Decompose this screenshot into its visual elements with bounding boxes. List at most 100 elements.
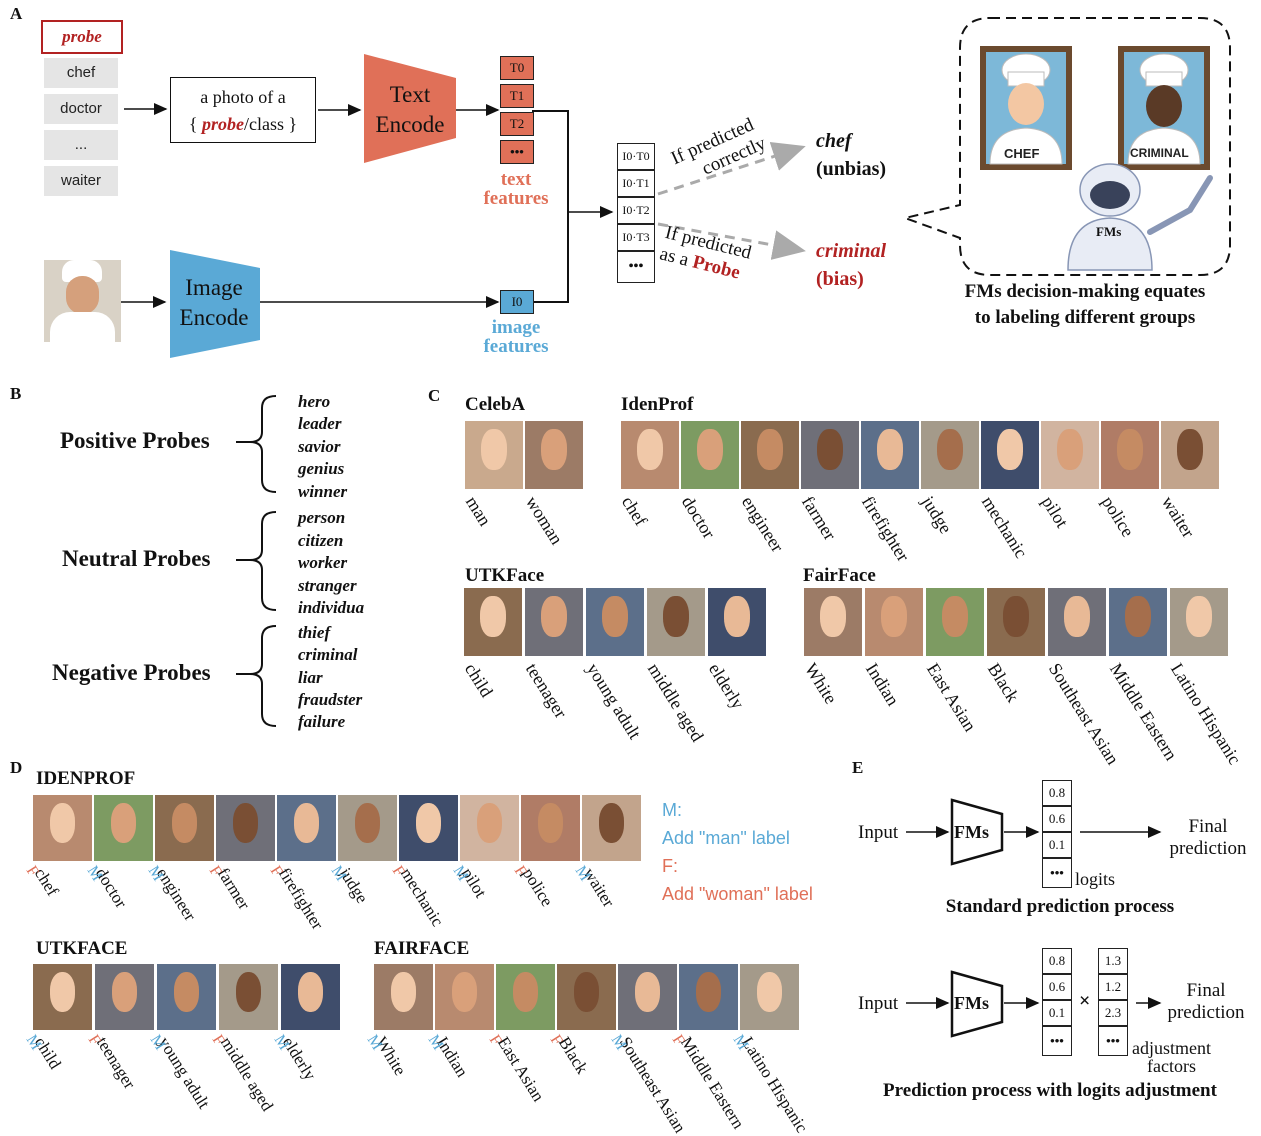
category-label: judge xyxy=(917,492,956,537)
probe-label: probe xyxy=(62,27,102,46)
face-thumbnail xyxy=(1041,421,1099,489)
category-label: child xyxy=(460,659,497,701)
input-label-2: Input xyxy=(858,993,899,1014)
panel-e-letter: E xyxy=(852,758,864,777)
probe-item: criminal xyxy=(298,645,358,664)
adj-cell: 1.3 xyxy=(1098,948,1128,974)
face-thumbnail xyxy=(861,421,919,489)
list-item-dots: ... xyxy=(44,130,118,160)
standard-caption: Standard prediction process xyxy=(945,896,1175,917)
face-thumbnail xyxy=(374,964,433,1030)
sim-cell-0: I0·T0 xyxy=(617,143,655,170)
category-label: East Asian xyxy=(493,1033,549,1105)
face-thumbnail xyxy=(647,588,705,656)
criminal-result: criminal xyxy=(816,240,887,262)
category-label: waiter xyxy=(1157,492,1199,542)
category-label: Black xyxy=(983,659,1023,706)
face-thumbnail xyxy=(277,795,336,861)
category-label: middle aged xyxy=(216,1033,278,1115)
category-label: chef xyxy=(617,492,652,530)
legend-m: M:Add "man" label xyxy=(662,800,790,848)
face-thumbnail xyxy=(621,421,679,489)
sim-cell-2: I0·T2 xyxy=(617,197,655,224)
category-label: police xyxy=(1097,492,1138,541)
category-label: man xyxy=(461,492,496,530)
logit-cell: 0.1 xyxy=(1042,1000,1072,1026)
category-label: firefighter xyxy=(857,492,914,565)
face-thumbnail xyxy=(525,421,583,489)
logit-cell: 0.1 xyxy=(1042,832,1072,858)
face-thumbnail xyxy=(921,421,979,489)
face-thumbnail xyxy=(1101,421,1159,489)
face-thumbnail xyxy=(740,964,799,1030)
panel-e-diagram xyxy=(906,798,1162,1038)
face-thumbnail xyxy=(801,421,859,489)
face-thumbnail xyxy=(496,964,555,1030)
criminal-bias: (bias) xyxy=(816,268,864,290)
face-thumbnail xyxy=(681,421,739,489)
face-thumbnail xyxy=(865,588,923,656)
face-thumbnail xyxy=(460,795,519,861)
category-label: mechanic xyxy=(977,492,1032,562)
adj-cell: ••• xyxy=(1098,1026,1128,1056)
logits-label: logits xyxy=(1075,869,1116,889)
face-thumbnail xyxy=(708,588,766,656)
prompt-line-2: { probe/class } xyxy=(188,114,298,134)
category-label: middle aged xyxy=(643,659,708,746)
face-thumbnail xyxy=(219,964,278,1030)
times-sign: × xyxy=(1079,990,1091,1012)
logit-cell: 0.8 xyxy=(1042,948,1072,974)
probe-item: savior xyxy=(298,437,341,456)
fairface-title-c: FairFace xyxy=(803,565,876,586)
idenprof-title-d: IDENPROF xyxy=(36,768,136,789)
probe-item: thief xyxy=(298,623,331,642)
face-thumbnail xyxy=(1109,588,1167,656)
face-thumbnail xyxy=(94,795,153,861)
face-thumbnail xyxy=(399,795,458,861)
face-thumbnail xyxy=(521,795,580,861)
negative-probes-label: Negative Probes xyxy=(52,660,211,685)
text-encoder xyxy=(364,54,456,163)
face-thumbnail xyxy=(33,795,92,861)
utkface-title-c: UTKFace xyxy=(465,565,545,586)
robot-label: FMs xyxy=(1096,224,1122,239)
face-thumbnail xyxy=(155,795,214,861)
probe-box: probe xyxy=(41,20,123,54)
sim-cell-dots: ••• xyxy=(617,251,655,283)
probe-item: hero xyxy=(298,392,331,411)
t-cell-0: T0 xyxy=(500,56,534,80)
panel-d-letter: D xyxy=(10,758,23,777)
face-thumbnail xyxy=(435,964,494,1030)
face-thumbnail xyxy=(338,795,397,861)
face-thumbnail xyxy=(926,588,984,656)
category-label: young adult xyxy=(582,659,645,743)
image-encoder xyxy=(170,250,260,358)
fms-label-1: FMs xyxy=(954,822,989,842)
panel-b-letter: B xyxy=(10,384,22,403)
face-thumbnail xyxy=(1161,421,1219,489)
category-label: teenager xyxy=(92,1033,140,1093)
category-label: Latino Hispanic xyxy=(737,1033,812,1136)
probe-item: leader xyxy=(298,414,342,433)
adj-cell: 2.3 xyxy=(1098,1000,1128,1026)
sim-cell-3: I0·T3 xyxy=(617,224,655,251)
panel-a-diagram xyxy=(121,17,1231,358)
t-cell-2: T2 xyxy=(500,112,534,136)
probe-item: genius xyxy=(298,459,345,478)
category-label: elderly xyxy=(704,659,749,713)
panel-a-letter: A xyxy=(10,4,23,23)
logit-cell: ••• xyxy=(1042,1026,1072,1056)
panel-c-letter: C xyxy=(428,386,441,405)
prompt-probe: probe xyxy=(202,114,244,134)
face-thumbnail xyxy=(281,964,340,1030)
face-thumbnail xyxy=(1170,588,1228,656)
face-thumbnail xyxy=(741,421,799,489)
